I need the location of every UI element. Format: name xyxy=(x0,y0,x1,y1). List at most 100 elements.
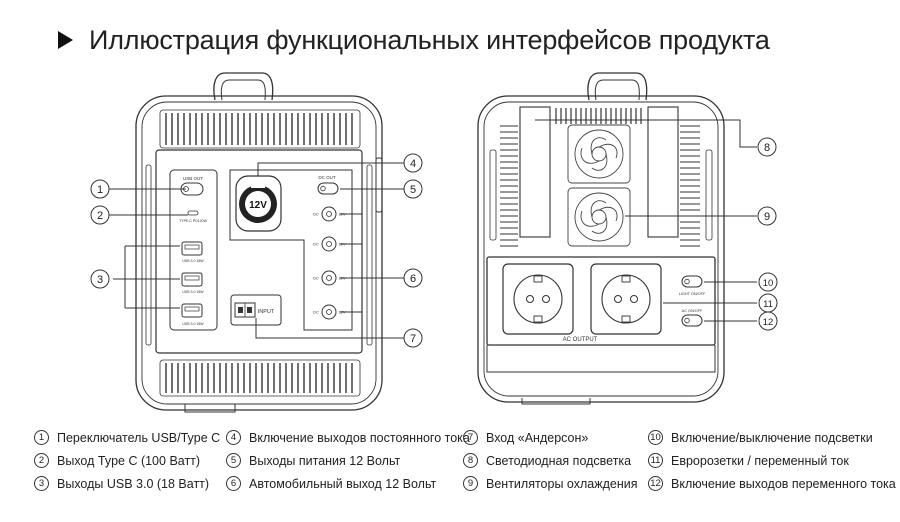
legend-text: Включение выходов постоянного тока xyxy=(249,430,470,445)
usb-port-1[interactable] xyxy=(181,241,203,256)
usb-port-3[interactable] xyxy=(181,303,203,318)
legend-item: 8 Светодиодная подсветка xyxy=(463,449,637,472)
legend-item: 12 Включение выходов переменного тока xyxy=(648,472,896,495)
cooling-fan-bottom-icon xyxy=(567,187,631,247)
type-c-label: TYPE-C PD100W xyxy=(179,219,208,223)
callout-number: 5 xyxy=(410,184,416,196)
legend-number: 5 xyxy=(226,453,241,468)
dc-port-label: DC xyxy=(313,310,319,315)
dc-out-label: DC OUT xyxy=(318,175,335,180)
legend-item: 3 Выходы USB 3.0 (18 Ватт) xyxy=(34,472,220,495)
legend-item: 1 Переключатель USB/Type C xyxy=(34,426,220,449)
legend-column-2: 4 Включение выходов постоянного тока 5 Вых… xyxy=(226,426,470,495)
light-switch-label: LIGHT ON/OFF xyxy=(679,292,706,296)
callout-7: 7 xyxy=(403,328,423,348)
callout-number: 6 xyxy=(410,273,416,285)
legend-text: Выходы питания 12 Вольт xyxy=(249,453,401,468)
legend-number: 10 xyxy=(648,430,663,445)
leader-lines xyxy=(109,119,757,344)
callout-number: 7 xyxy=(410,333,416,345)
front-fins-bottom xyxy=(165,363,353,393)
legend-number: 8 xyxy=(463,453,478,468)
callout-number: 3 xyxy=(97,274,103,286)
cooling-fan-top-icon xyxy=(567,124,631,184)
callout-6: 6 xyxy=(403,268,423,288)
callout-1: 1 xyxy=(90,179,110,199)
callout-5: 5 xyxy=(403,179,423,199)
legend-item: 2 Выход Type C (100 Ватт) xyxy=(34,449,220,472)
callout-8: 8 xyxy=(757,137,777,157)
legend-text: Вентиляторы охлаждения xyxy=(486,476,638,491)
legend-text: Переключатель USB/Type C xyxy=(57,430,221,445)
legend-number: 9 xyxy=(463,476,478,491)
legend-item: 10 Включение/выключение подсветки xyxy=(648,426,896,449)
legend-number: 2 xyxy=(34,453,49,468)
legend-number: 6 xyxy=(226,476,241,491)
ac-switch-label: AC ON/OFF xyxy=(682,309,703,313)
legend-item: 4 Включение выходов постоянного тока xyxy=(226,426,470,449)
page-title: Иллюстрация функциональных интерфейсов п… xyxy=(58,22,770,58)
callout-12: 12 xyxy=(758,311,778,331)
light-switch-led-icon xyxy=(684,278,690,285)
ac-switch-button[interactable] xyxy=(681,314,703,327)
legend-number: 11 xyxy=(648,453,663,468)
usb-out-label: USB OUT xyxy=(183,176,203,181)
legend-text: Автомобильный выход 12 Вольт xyxy=(249,476,437,491)
front-fins-top xyxy=(165,113,353,145)
euro-socket-left[interactable] xyxy=(526,275,550,323)
front-top-fins xyxy=(159,109,361,149)
legend-number: 12 xyxy=(648,476,663,491)
dc-switch-led-icon xyxy=(320,185,326,192)
legend-column-3: 7 Вход «Андерсон» 8 Светодиодная подсветка… xyxy=(463,426,637,495)
legend-column-1: 1 Переключатель USB/Type C 2 Выход Type C … xyxy=(34,426,220,495)
callout-number: 10 xyxy=(763,278,774,289)
dc-port-label: DC xyxy=(313,242,319,247)
anderson-port[interactable] xyxy=(234,302,256,318)
callout-11: 11 xyxy=(758,293,778,313)
euro-socket-right[interactable] xyxy=(614,275,638,323)
back-fins xyxy=(500,108,700,247)
dc-port-3[interactable] xyxy=(321,270,337,286)
usb-3-label: USB 3.0 18W xyxy=(182,322,204,326)
legend-text: Включение выходов переменного тока xyxy=(671,476,896,491)
dc-port-1[interactable] xyxy=(321,206,337,222)
usb-2-label: USB 3.0 18W xyxy=(182,290,204,294)
back-unit xyxy=(477,72,725,405)
ac-output-label: AC OUTPUT xyxy=(563,337,598,343)
callout-3: 3 xyxy=(90,269,110,289)
legend-text: Светодиодная подсветка xyxy=(486,453,632,468)
dc-port-label: DC xyxy=(313,276,319,281)
usb-port-2[interactable] xyxy=(181,272,203,287)
legend-text: Евророзетки / переменный ток xyxy=(671,453,849,468)
callout-2: 2 xyxy=(90,205,110,225)
legend-number: 4 xyxy=(226,430,241,445)
legend-number: 3 xyxy=(34,476,49,491)
type-c-port[interactable] xyxy=(187,210,199,216)
input-label: INPUT xyxy=(258,309,275,315)
dc-port-4[interactable] xyxy=(321,304,337,320)
dc-switch-button[interactable] xyxy=(317,182,339,195)
dc-port-2[interactable] xyxy=(321,236,337,252)
legend-item: 5 Выходы питания 12 Вольт xyxy=(226,449,470,472)
legend-item: 11 Евророзетки / переменный ток xyxy=(648,449,896,472)
callout-number: 4 xyxy=(410,158,416,170)
usb-1-label: USB 3.0 18W xyxy=(182,259,204,263)
legend-column-4: 10 Включение/выключение подсветки 11 Еврор… xyxy=(648,426,896,495)
callout-number: 8 xyxy=(764,142,770,154)
legend-text: Включение/выключение подсветки xyxy=(671,430,873,445)
title-text: Иллюстрация функциональных интерфейсов п… xyxy=(89,24,770,55)
legend-text: Выход Type C (100 Ватт) xyxy=(57,453,201,468)
legend-text: Выходы USB 3.0 (18 Ватт) xyxy=(57,476,210,491)
light-switch-button[interactable] xyxy=(681,275,703,288)
callout-number: 1 xyxy=(97,184,103,196)
legend-text: Вход «Андерсон» xyxy=(486,430,589,445)
legend-number: 7 xyxy=(463,430,478,445)
play-arrow-icon xyxy=(58,31,73,49)
callout-9: 9 xyxy=(757,206,777,226)
ac-switch-led-icon xyxy=(684,317,690,324)
legend-number: 1 xyxy=(34,430,49,445)
callout-4: 4 xyxy=(403,153,423,173)
callout-10: 10 xyxy=(758,272,778,292)
